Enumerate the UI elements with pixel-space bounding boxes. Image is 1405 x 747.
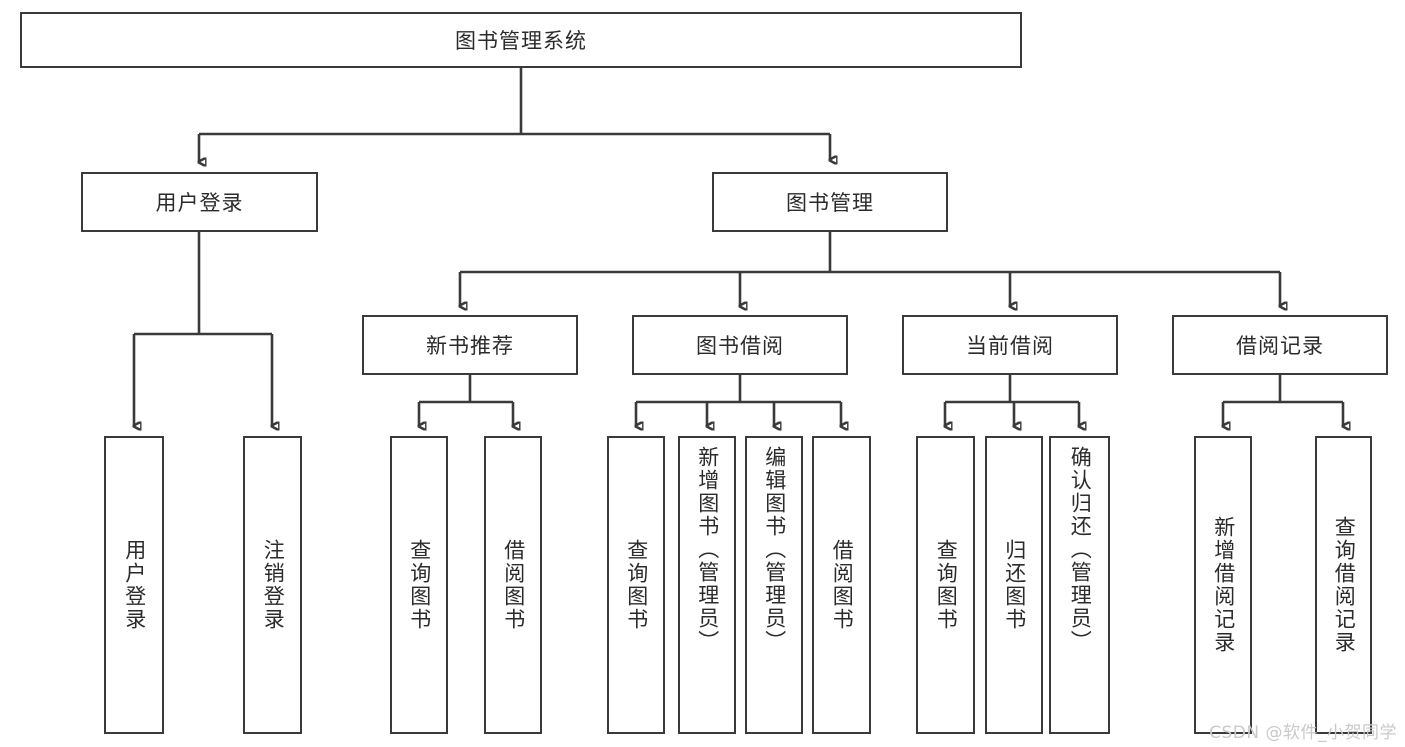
node-book-management-label: 图书管理 [786, 191, 874, 215]
leaf-user-login-signin[interactable]: 用户登录 [104, 436, 164, 734]
leaf-book-borrow-edit[interactable]: 编辑图书（管理员） [745, 436, 803, 734]
leaf-label: 用户登录 [122, 539, 147, 631]
watermark: CSDN @软件_小贺同学 [1209, 723, 1397, 743]
leaf-current-borrow-query[interactable]: 查询图书 [916, 436, 975, 734]
leaf-new-book-borrow[interactable]: 借阅图书 [484, 436, 542, 734]
leaf-label: 新增图书（管理员） [695, 446, 720, 653]
node-borrow-record[interactable]: 借阅记录 [1172, 315, 1388, 375]
leaf-label: 确认归还（管理员） [1068, 446, 1093, 653]
leaf-label: 新增借阅记录 [1211, 516, 1236, 654]
node-book-management[interactable]: 图书管理 [712, 172, 948, 232]
node-user-login[interactable]: 用户登录 [81, 172, 318, 232]
leaf-label: 注销登录 [261, 539, 286, 631]
node-current-borrow-label: 当前借阅 [966, 334, 1054, 358]
node-user-login-label: 用户登录 [155, 191, 244, 215]
leaf-label: 编辑图书（管理员） [762, 446, 787, 653]
node-borrow-record-label: 借阅记录 [1236, 334, 1324, 358]
node-root-label: 图书管理系统 [455, 29, 587, 53]
leaf-current-borrow-confirm-return[interactable]: 确认归还（管理员） [1049, 436, 1110, 734]
leaf-current-borrow-return[interactable]: 归还图书 [985, 436, 1043, 734]
leaf-label: 查询图书 [407, 539, 432, 631]
leaf-book-borrow-lend[interactable]: 借阅图书 [812, 436, 871, 734]
leaf-borrow-record-query[interactable]: 查询借阅记录 [1315, 436, 1372, 734]
leaf-label: 查询图书 [624, 539, 649, 631]
leaf-label: 归还图书 [1002, 539, 1027, 631]
node-new-book-recommend[interactable]: 新书推荐 [362, 315, 578, 375]
node-book-borrow-label: 图书借阅 [696, 334, 784, 358]
leaf-label: 借阅图书 [501, 539, 526, 631]
leaf-label: 查询图书 [934, 539, 959, 631]
node-current-borrow[interactable]: 当前借阅 [902, 315, 1118, 375]
leaf-user-login-signout[interactable]: 注销登录 [243, 436, 302, 734]
leaf-new-book-query[interactable]: 查询图书 [390, 436, 448, 734]
leaf-label: 借阅图书 [830, 539, 855, 631]
node-book-borrow[interactable]: 图书借阅 [632, 315, 848, 375]
node-new-book-recommend-label: 新书推荐 [426, 334, 514, 358]
leaf-book-borrow-add[interactable]: 新增图书（管理员） [678, 436, 736, 734]
leaf-label: 查询借阅记录 [1332, 516, 1357, 654]
leaf-borrow-record-add[interactable]: 新增借阅记录 [1194, 436, 1252, 734]
node-root[interactable]: 图书管理系统 [20, 12, 1022, 68]
leaf-book-borrow-query[interactable]: 查询图书 [607, 436, 665, 734]
